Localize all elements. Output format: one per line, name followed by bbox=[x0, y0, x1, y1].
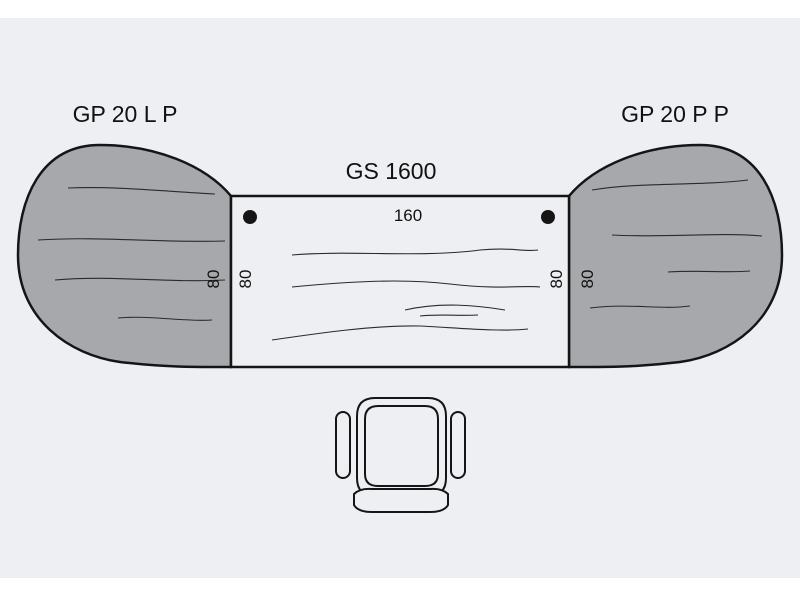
chair-backrest bbox=[353, 487, 449, 513]
desk-left-depth-dimension: 80 bbox=[236, 270, 255, 289]
office-chair-icon bbox=[335, 397, 466, 513]
cable-hole-icon bbox=[243, 210, 257, 224]
desk-grain bbox=[271, 248, 541, 341]
right-extension-depth-dimension: 80 bbox=[578, 270, 597, 289]
left-extension-shape bbox=[16, 143, 233, 369]
chair-armrest-right bbox=[450, 411, 466, 479]
right-extension-label: GP 20 P P bbox=[621, 101, 729, 127]
chair-armrest-left bbox=[335, 411, 351, 479]
left-extension-grain bbox=[37, 187, 226, 321]
left-extension-depth-dimension: 80 bbox=[204, 270, 223, 289]
desk-width-dimension: 160 bbox=[394, 206, 422, 225]
chair-seat-inner bbox=[364, 405, 439, 487]
desk-right-depth-dimension: 80 bbox=[547, 270, 566, 289]
left-extension-label: GP 20 L P bbox=[73, 101, 178, 127]
cable-hole-icon bbox=[541, 210, 555, 224]
right-extension-shape bbox=[567, 143, 784, 369]
right-extension-grain bbox=[589, 179, 763, 309]
desk-label: GS 1600 bbox=[346, 158, 437, 184]
